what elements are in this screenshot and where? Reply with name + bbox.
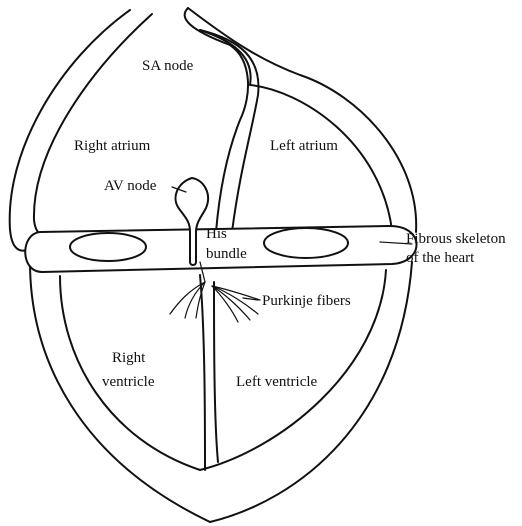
purkinje-leader bbox=[242, 297, 259, 301]
purkinje-fiber bbox=[211, 285, 261, 301]
leader-lines bbox=[171, 186, 413, 301]
purkinje-fibers bbox=[169, 281, 261, 323]
interventricular-septum-right bbox=[213, 281, 219, 463]
right-ventricle-label-line1: Right bbox=[112, 350, 146, 366]
left-atrium-label: Left atrium bbox=[270, 138, 338, 154]
purkinje-fiber bbox=[211, 285, 259, 315]
tricuspid-valve-ring bbox=[69, 232, 147, 262]
fibrous-skeleton-label-line2: of the heart bbox=[406, 250, 475, 266]
right-ventricle-label-line2: ventricle bbox=[102, 374, 155, 390]
fibrous-skeleton bbox=[24, 224, 418, 274]
conduction-system bbox=[174, 176, 210, 283]
interatrial-septum-left bbox=[199, 29, 260, 233]
purkinje-fibers-label: Purkinje fibers bbox=[262, 293, 351, 309]
left-ventricle-label: Left ventricle bbox=[236, 374, 318, 390]
right-atrium-inner-wall bbox=[32, 13, 153, 238]
left-atrium-outer-wall bbox=[187, 7, 418, 233]
purkinje-fiber bbox=[169, 281, 206, 315]
ventricle-inner-wall bbox=[59, 269, 387, 471]
av-node-bulb bbox=[174, 176, 210, 266]
sa-node-label: SA node bbox=[142, 58, 194, 74]
right-atrium-label: Right atrium bbox=[74, 138, 151, 154]
purkinje-fiber bbox=[211, 285, 239, 323]
av-node-label: AV node bbox=[104, 178, 157, 194]
ventricle-outer-wall bbox=[29, 261, 413, 523]
purkinje-fiber bbox=[211, 285, 251, 321]
mitral-valve-ring bbox=[263, 227, 349, 259]
interventricular-septum-left bbox=[199, 274, 206, 471]
his-bundle-label-line2: bundle bbox=[206, 246, 247, 262]
av-node-leader bbox=[171, 186, 187, 193]
his-bundle-label-line1: His bbox=[206, 226, 227, 242]
his-bundle-stem bbox=[199, 261, 206, 283]
left-atrium-inner-wall bbox=[199, 29, 393, 231]
fibrous-skeleton-label-line1: Fibrous skeleton bbox=[406, 231, 506, 247]
right-atrium-outer-wall bbox=[8, 9, 131, 252]
heart-wall bbox=[8, 7, 418, 523]
interatrial-septum-right bbox=[183, 7, 249, 233]
purkinje-fiber bbox=[195, 281, 206, 319]
fibrous-skeleton-leader bbox=[379, 241, 413, 245]
labels: SA node Right atrium Left atrium AV node… bbox=[74, 58, 506, 390]
purkinje-fiber bbox=[184, 281, 206, 319]
